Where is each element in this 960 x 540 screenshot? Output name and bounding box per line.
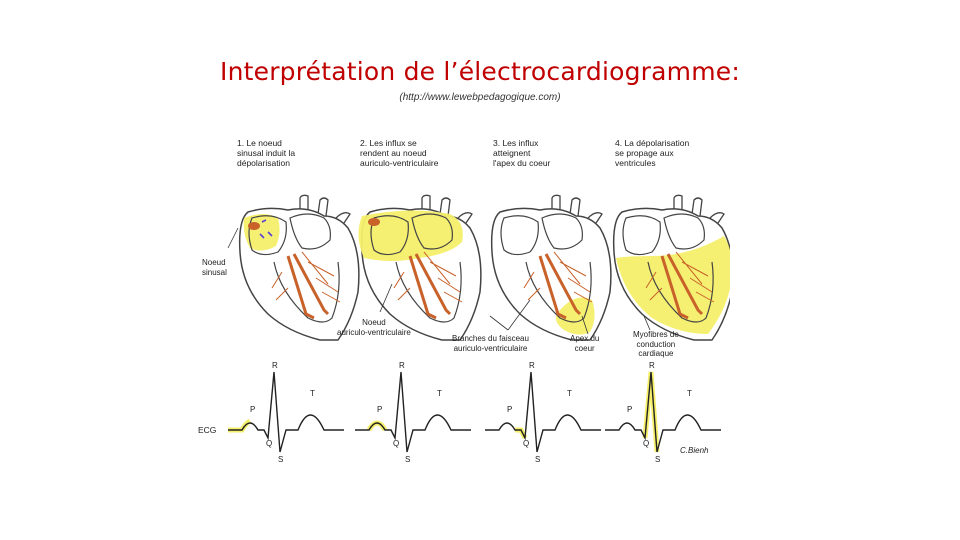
ecg-wave-s-4: S [655,455,660,464]
ecg-wave-q-4: Q [643,439,649,448]
ecg-wave-q-1: Q [266,439,272,448]
ecg-wave-s-2: S [405,455,410,464]
ecg-wave-r-4: R [649,361,655,370]
ecg-wave-p-1: P [250,405,255,414]
ecg-traces: P Q R S T P Q R S T P Q R S T P Q R S T [190,360,730,480]
label-av-node: Noeud auriculo-ventriculaire [337,318,411,337]
ecg-wave-t-4: T [687,389,692,398]
heart-step-3 [492,195,611,340]
ecg-line-2 [355,372,471,452]
ecg-wave-p-2: P [377,405,382,414]
heart-step-4 [614,195,730,340]
ecg-trace-2: P Q R S T [355,361,471,464]
ecg-wave-t-1: T [310,389,315,398]
ecg-line-1 [228,372,344,452]
ecg-wave-q-2: Q [393,439,399,448]
ecg-wave-s-1: S [278,455,283,464]
label-sa-node: Noeud sinusal [202,258,227,277]
ecg-line-4 [605,372,721,452]
label-bundle-branches: Branches du faisceau auriculo-ventricula… [452,334,529,353]
source-citation: (http://www.lewebpedagogique.com) [0,92,960,103]
label-purkinje: Myofibres de conduction cardiaque [633,330,679,359]
ecg-wave-t-2: T [437,389,442,398]
ecg-wave-r-1: R [272,361,278,370]
ecg-line-3 [485,372,601,452]
ecg-wave-r-2: R [399,361,405,370]
ecg-wave-p-3: P [507,405,512,414]
leader-sa-node [228,228,238,248]
label-apex: Apex du coeur [570,334,599,353]
ecg-wave-r-3: R [529,361,535,370]
ecg-highlight-1 [228,421,250,430]
ecg-conduction-figure: 1. Le noeud sinusal induit la dépolarisa… [190,130,730,475]
ecg-wave-p-4: P [627,405,632,414]
slide-title: Interprétation de l’électrocardiogramme: [0,57,960,86]
ecg-trace-3: P Q R S T [485,361,601,464]
ecg-wave-s-3: S [535,455,540,464]
ecg-trace-1: P Q R S T [228,361,344,464]
ecg-wave-t-3: T [567,389,572,398]
author-signature: C.Bienh [680,446,708,456]
ecg-wave-q-3: Q [523,439,529,448]
